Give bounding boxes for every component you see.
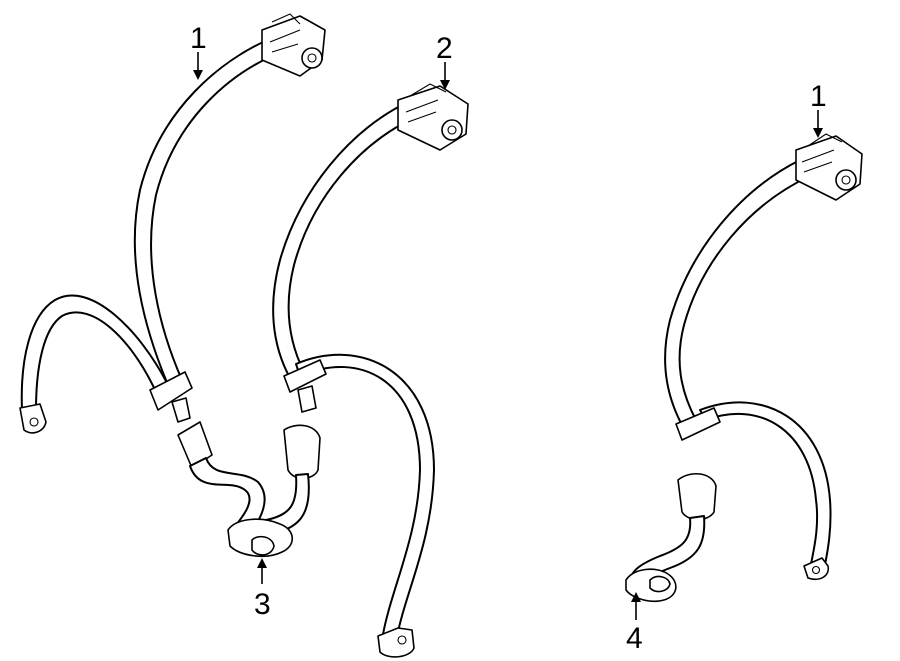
- shoulder-strap-middle: [272, 101, 419, 379]
- callout-1-right: 1: [810, 80, 827, 138]
- lap-strap-right: [699, 401, 832, 571]
- retractor-right: [795, 133, 863, 201]
- lap-strap-middle: [295, 353, 435, 643]
- seat-belt-assembly-left: [19, 13, 326, 558]
- svg-text:1: 1: [810, 80, 827, 113]
- seat-belt-assembly-middle: [272, 83, 469, 658]
- svg-text:4: 4: [626, 622, 643, 655]
- buckle-assembly-right: [625, 473, 717, 603]
- retractor-middle: [397, 83, 469, 151]
- callout-3: 3: [254, 558, 271, 621]
- shoulder-strap-right: [664, 159, 811, 426]
- svg-text:1: 1: [190, 22, 207, 55]
- svg-text:3: 3: [254, 588, 271, 621]
- callout-4: 4: [626, 592, 643, 655]
- svg-text:2: 2: [436, 32, 453, 65]
- latch-plate-left: [149, 371, 193, 411]
- buckle-assembly-left: [177, 421, 321, 558]
- retractor-left: [261, 13, 326, 77]
- seat-belt-assembly-right: [625, 133, 863, 603]
- anchor-plate-middle: [377, 627, 415, 658]
- anchor-plate-right: [803, 557, 830, 581]
- callout-2: 2: [436, 32, 453, 90]
- shoulder-strap-left: [133, 37, 283, 386]
- callout-1-left: 1: [190, 22, 207, 80]
